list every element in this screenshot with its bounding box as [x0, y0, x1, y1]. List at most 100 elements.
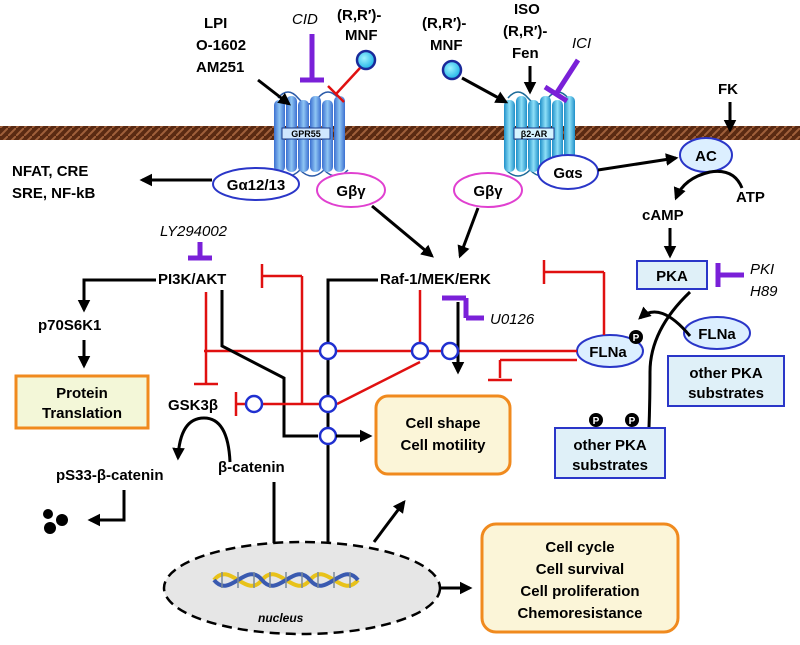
other-pka-2-line1: other PKA	[573, 437, 647, 454]
arrow-ps33-to-degradation	[87, 490, 126, 527]
cell-motility-label: Cell motility	[400, 437, 486, 454]
arrow-gbg1-to-raf	[371, 204, 434, 258]
ligand-fk: FK	[718, 81, 738, 98]
atp-label: ATP	[736, 189, 765, 206]
pka-phosphorylation-arc	[638, 306, 692, 337]
gbetagamma-1-label: Gβγ	[336, 183, 366, 200]
protein-label-1: Protein	[56, 385, 108, 402]
protein-translation-box	[14, 374, 150, 430]
ligand-lpi: LPI	[204, 15, 227, 32]
nucleus-label: nucleus	[258, 611, 304, 625]
raf-mek-erk-label: Raf-1/MEK/ERK	[380, 271, 491, 288]
other-pka-substrates-box-2	[554, 427, 666, 479]
network-node-4	[244, 394, 264, 414]
other-pka-1-line1: other PKA	[689, 365, 763, 382]
nfat-line2: SRE, NF-kB	[12, 185, 96, 202]
pi3k-akt-label: PI3K/AKT	[158, 271, 226, 288]
flna-label: FLNa	[698, 326, 736, 343]
u0126-label: U0126	[490, 311, 535, 328]
gsk-phospho-arc	[172, 416, 232, 463]
arrow-gbg2-to-raf	[457, 207, 480, 259]
mnf1-ligand	[355, 49, 377, 71]
gbetagamma-2	[453, 172, 523, 208]
arrow-gas-to-ac	[597, 153, 679, 172]
pka-label: PKA	[656, 268, 688, 285]
ici-line	[553, 58, 581, 96]
ici-bar	[543, 84, 569, 104]
raf-to-nucleus-vertical	[321, 278, 378, 583]
ligand-am251: AM251	[196, 59, 244, 76]
mnf2-label-a: (R,R′)-	[422, 15, 466, 32]
outcome-cell-proliferation: Cell proliferation	[520, 583, 639, 600]
network-node-6	[318, 426, 338, 446]
gsk3b-label: GSK3β	[168, 397, 218, 414]
b2ar-receptor: β2-AR	[504, 91, 579, 177]
nfat-line1: NFAT, CRE	[12, 163, 88, 180]
ac-label: AC	[695, 148, 717, 165]
cell-shape-label: Cell shape	[405, 415, 480, 432]
network-node-2	[410, 341, 430, 361]
dna-helix-icon	[212, 572, 360, 588]
beta-catenin-label: β-catenin	[218, 459, 285, 476]
flna-phospho-label: FLNa	[589, 344, 627, 361]
arrow-mnf2-to-b2ar	[461, 76, 509, 104]
gbetagamma-1	[316, 172, 386, 208]
fen-label-a: (R,R′)-	[503, 23, 547, 40]
galpha-12-13	[212, 167, 300, 201]
ligand-iso: ISO	[514, 1, 540, 18]
outcome-chemoresistance: Chemoresistance	[517, 605, 642, 622]
mnf2-label-b: MNF	[430, 37, 463, 54]
inhibitor-cid: CID	[292, 11, 318, 28]
ps33-catenin-label: pS33-β-catenin	[56, 467, 164, 484]
p70s6k1-label: p70S6K1	[38, 317, 101, 334]
outcome-cell-survival: Cell survival	[536, 561, 624, 578]
phospho-badge-substrate-1-label: P	[593, 416, 600, 427]
cell-membrane	[0, 126, 800, 140]
network-node-3	[440, 341, 460, 361]
ly294002-label: LY294002	[160, 223, 228, 240]
network-node-5	[318, 394, 338, 414]
atp-to-camp-curve	[673, 169, 744, 201]
mnf1-label-b: MNF	[345, 27, 378, 44]
inhibitor-ici: ICI	[572, 35, 591, 52]
phospho-badge-flna-label: P	[633, 333, 640, 344]
outcome-cell-cycle: Cell cycle	[545, 539, 614, 556]
pki-label: PKI	[750, 261, 774, 278]
galpha-12-13-label: Gα12/13	[227, 177, 285, 194]
galpha-s-label: Gαs	[553, 165, 582, 182]
cell-outcomes-box	[480, 522, 680, 634]
camp-label: cAMP	[642, 207, 684, 224]
ligand-o1602: O-1602	[196, 37, 246, 54]
cell-shape-box	[374, 394, 512, 476]
mnf1-inhibit-bar	[327, 85, 345, 103]
other-pka-1-line2: substrates	[688, 385, 764, 402]
arrow-nucleus-to-shape	[372, 499, 406, 543]
other-pka-substrates-box-1	[667, 355, 785, 407]
gpr55-receptor: GPR55	[274, 91, 349, 177]
galpha-s	[537, 154, 599, 190]
phospho-badge-substrate-2	[625, 413, 639, 427]
gbetagamma-2-label: Gβγ	[473, 183, 503, 200]
fen-label-b: Fen	[512, 45, 539, 62]
other-pka-2-line2: substrates	[572, 457, 648, 474]
pi3k-to-network	[220, 290, 318, 438]
arrow-pi3k-to-p70	[77, 278, 156, 313]
network-node-1	[318, 341, 338, 361]
h89-label: H89	[750, 283, 778, 300]
gpr55-label: GPR55	[291, 129, 321, 139]
arrow-lpi-to-gpr55	[257, 78, 291, 106]
flna-node	[683, 316, 751, 350]
mnf1-inhibit-line	[335, 67, 361, 95]
mnf2-ligand	[441, 59, 463, 81]
pka-to-substrates-arc	[642, 290, 692, 455]
phospho-badge-substrate-1	[589, 413, 603, 427]
red-diagonal-lower	[336, 360, 421, 406]
pka-box	[636, 260, 708, 290]
protein-label-2: Translation	[42, 405, 122, 422]
phospho-badge-flna	[629, 330, 643, 344]
b2ar-label: β2-AR	[521, 129, 548, 139]
degradation-dots	[43, 509, 68, 534]
phospho-badge-substrate-2-label: P	[629, 416, 636, 427]
mnf1-label-a: (R,R′)-	[337, 7, 381, 24]
